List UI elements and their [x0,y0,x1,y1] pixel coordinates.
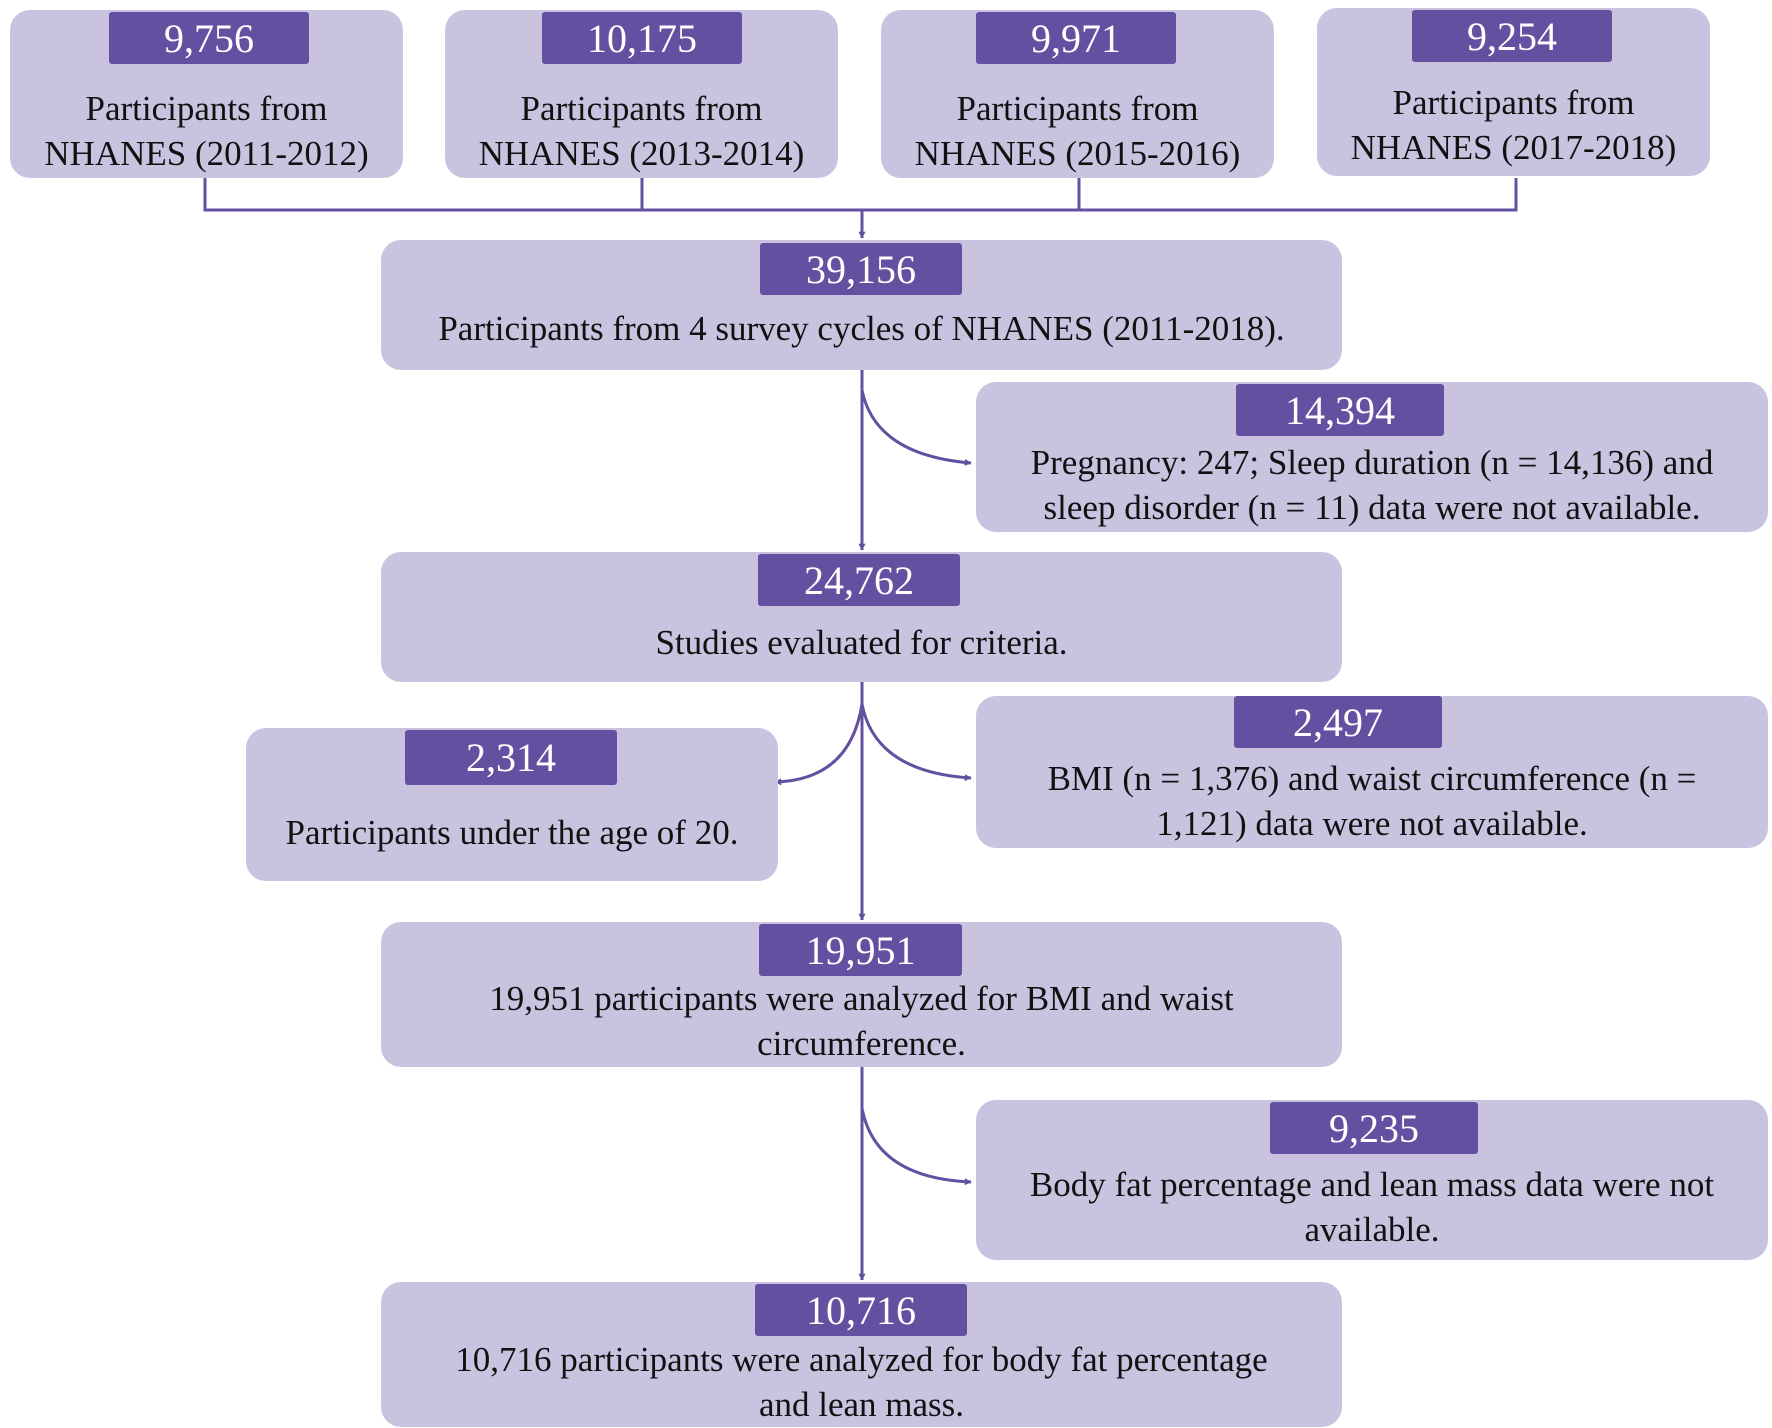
count-badge: 10,175 [542,12,742,64]
cycle-box-2017-2018: 9,254 Participants from NHANES (2017-201… [1317,8,1710,176]
cycle-box-2013-2014: 10,175 Participants from NHANES (2013-20… [445,10,838,178]
box-text: Studies evaluated for criteria. [655,623,1068,662]
arrow-to-exclusion-body-fat [860,1107,972,1186]
box-text: Pregnancy: 247; Sleep duration (n = 14,1… [1030,443,1714,527]
exclusion-box-body-fat: 9,235 Body fat percentage and lean mass … [976,1100,1768,1260]
count-badge: 9,235 [1270,1102,1478,1154]
box-text: Participants from 4 survey cycles of NHA… [438,309,1285,348]
box-text: Participants from NHANES (2017-2018) [1350,83,1677,167]
cycle-box-2011-2012: 9,756 Participants from NHANES (2011-201… [10,10,403,178]
count-badge: 39,156 [760,243,962,295]
analyzed-bmi-box: 19,951 19,951 participants were analyzed… [381,922,1342,1067]
count-badge: 24,762 [758,554,960,606]
box-text: Body fat percentage and lean mass data w… [1029,1165,1715,1249]
combined-box: 39,156 Participants from 4 survey cycles… [381,240,1342,370]
merge-connector [203,178,1518,212]
count-badge: 2,314 [405,730,617,785]
box-text: Participants from NHANES (2013-2014) [478,89,805,173]
count-badge: 9,756 [109,12,309,64]
cycle-box-2015-2016: 9,971 Participants from NHANES (2015-201… [881,10,1274,178]
exclusion-box-pregnancy-sleep: 14,394 Pregnancy: 247; Sleep duration (n… [976,382,1768,532]
evaluated-box: 24,762 Studies evaluated for criteria. [381,552,1342,682]
count-badge: 9,254 [1412,10,1612,62]
count-badge: 9,971 [976,12,1176,64]
exclusion-box-age: 2,314 Participants under the age of 20. [246,728,778,881]
count-badge: 14,394 [1236,384,1444,436]
count-badge: 10,716 [755,1284,967,1336]
analyzed-fat-box: 10,716 10,716 participants were analyzed… [381,1282,1342,1427]
box-text: Participants under the age of 20. [285,813,739,852]
arrow-to-exclusion-age [774,703,864,786]
arrow-to-exclusion-pregnancy-sleep [860,389,972,466]
arrow-to-exclusion-bmi-waist [860,703,972,782]
box-text: Participants from NHANES (2011-2012) [44,89,369,173]
box-text: 19,951 participants were analyzed for BM… [489,979,1234,1063]
box-text: BMI (n = 1,376) and waist circumference … [1047,759,1697,843]
box-text: Participants from NHANES (2015-2016) [914,89,1241,173]
exclusion-box-bmi-waist: 2,497 BMI (n = 1,376) and waist circumfe… [976,696,1768,848]
count-badge: 2,497 [1234,696,1442,748]
count-badge: 19,951 [759,924,962,976]
box-text: 10,716 participants were analyzed for bo… [455,1340,1268,1424]
